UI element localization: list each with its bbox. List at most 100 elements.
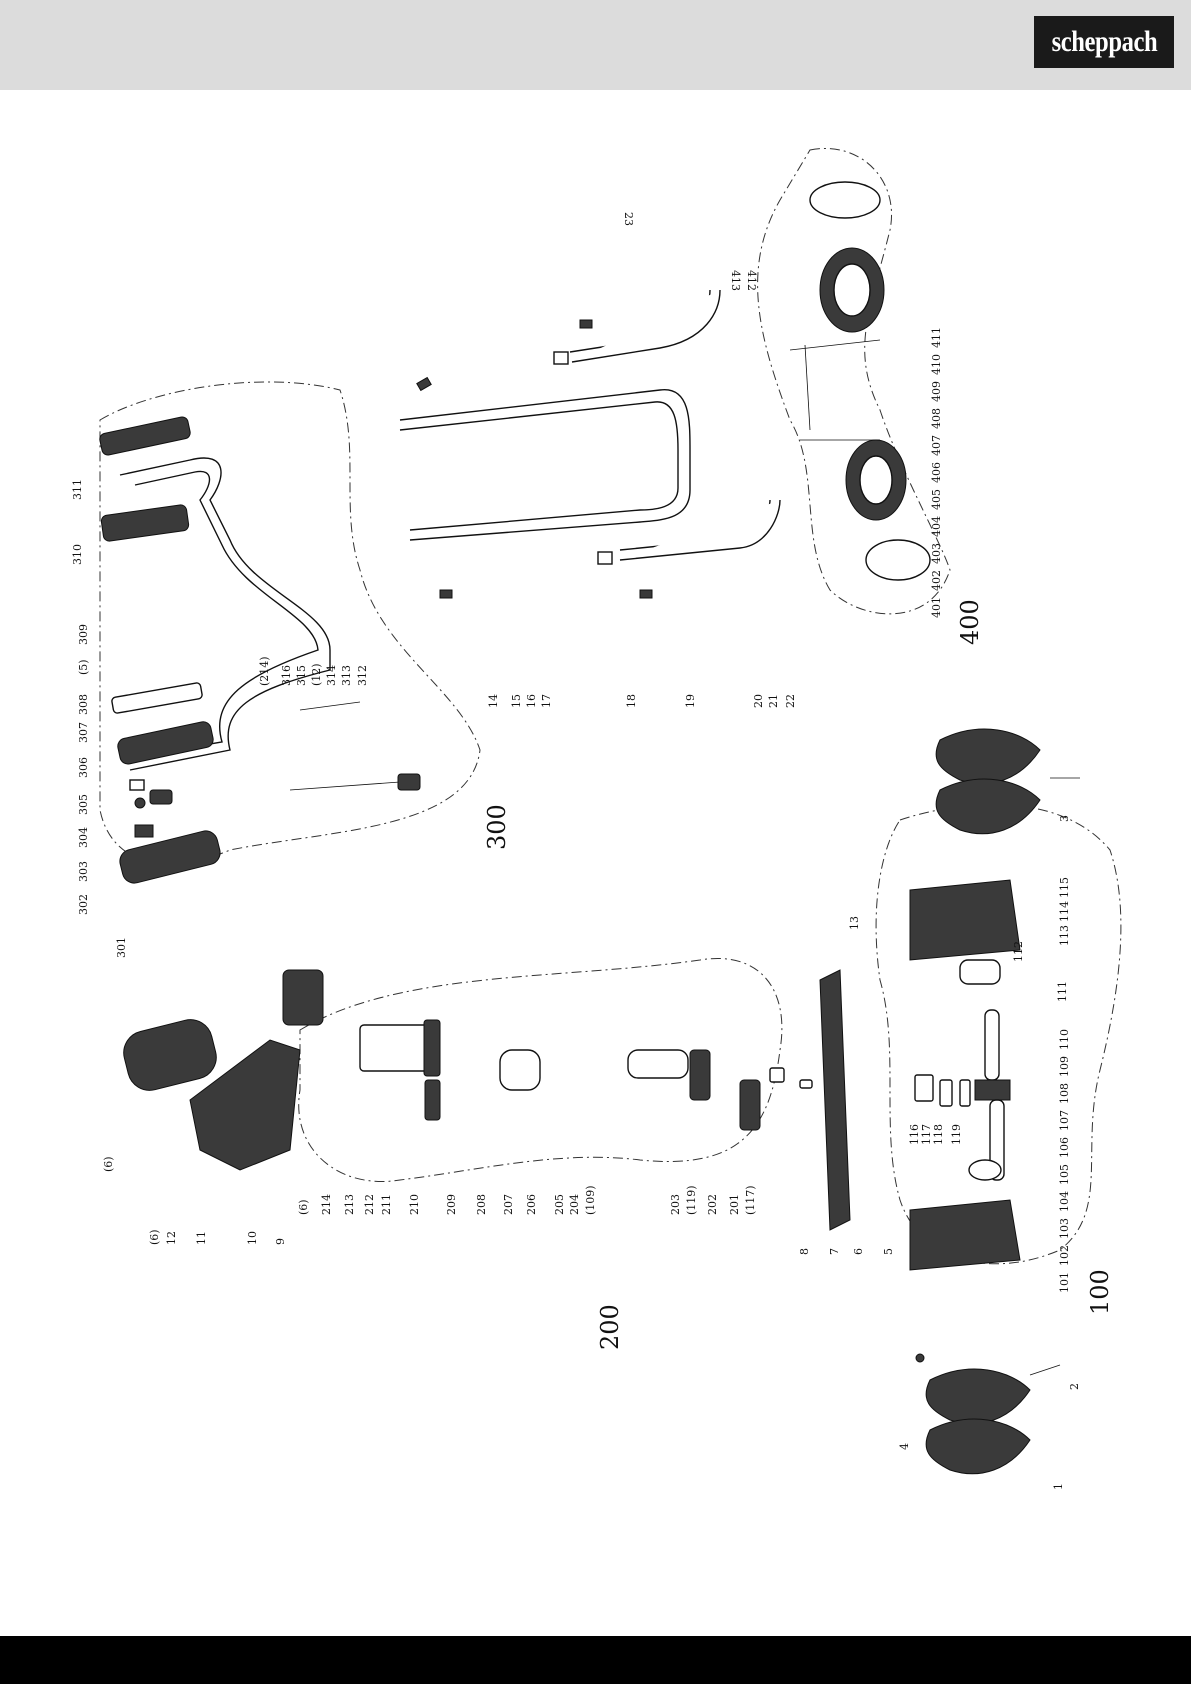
part-label: (6)	[102, 1156, 115, 1172]
part-label: 201	[728, 1194, 741, 1215]
part-label: (12)	[310, 663, 323, 686]
part-label: 11	[195, 1231, 208, 1245]
part-label: 404	[930, 516, 943, 537]
part-label: 208	[475, 1194, 488, 1215]
part-label: 311	[71, 479, 84, 500]
part-label: 407	[930, 435, 943, 456]
part-label: 108	[1058, 1083, 1071, 1104]
part-label: 2	[1068, 1383, 1081, 1390]
handle-assembly	[99, 416, 421, 884]
scheppach-logo: scheppach	[1034, 16, 1174, 68]
footer-bar	[0, 1636, 1191, 1684]
wheel-assembly	[789, 181, 931, 581]
part-label: 13	[848, 916, 861, 930]
part-label: 101	[1058, 1272, 1071, 1293]
part-label: 4	[898, 1443, 911, 1450]
part-label: 116	[908, 1124, 921, 1145]
group-label-400: 400	[956, 599, 984, 645]
group-100-boundary	[875, 804, 1122, 1265]
part-label: 310	[71, 544, 84, 565]
part-label: 211	[380, 1194, 393, 1215]
part-label: 408	[930, 408, 943, 429]
part-label: 109	[1058, 1056, 1071, 1077]
part-label: 107	[1058, 1110, 1071, 1131]
part-label: 304	[77, 827, 90, 848]
part-label: 411	[930, 327, 943, 348]
part-label: 119	[950, 1124, 963, 1145]
group-400-boundary	[757, 148, 951, 615]
part-label: 316	[280, 665, 293, 686]
part-label: (119)	[685, 1185, 698, 1215]
part-label: 112	[1012, 941, 1025, 962]
header-bar: scheppach	[0, 0, 1191, 90]
exploded-parts-diagram: 300 400 200 100 311 310 309 (5) 308 307 …	[71, 148, 1122, 1490]
part-label: 312	[356, 665, 369, 686]
group-label-300: 300	[483, 804, 511, 850]
part-label: 106	[1058, 1137, 1071, 1158]
part-label: 212	[363, 1194, 376, 1215]
part-label: 18	[625, 694, 638, 708]
motor-assembly	[123, 969, 851, 1231]
part-labels: 311 310 309 (5) 308 307 306 305 304 303 …	[71, 212, 1081, 1490]
part-label: 114	[1058, 901, 1071, 922]
part-label: 314	[325, 665, 338, 686]
part-label: 21	[767, 694, 780, 708]
part-label: 202	[706, 1194, 719, 1215]
part-label: 406	[930, 462, 943, 483]
part-label: 402	[930, 570, 943, 591]
part-label: 413	[729, 270, 742, 291]
part-label: 305	[77, 794, 90, 815]
part-label: 115	[1058, 877, 1071, 898]
part-label: 104	[1058, 1191, 1071, 1212]
part-label: 409	[930, 381, 943, 402]
part-label: 117	[920, 1124, 933, 1145]
part-label: 307	[77, 722, 90, 743]
part-label: (5)	[77, 659, 90, 675]
part-label: 8	[798, 1248, 811, 1255]
part-label: 22	[784, 694, 797, 708]
part-label: 111	[1056, 981, 1069, 1002]
part-label: 213	[343, 1194, 356, 1215]
group-label-200: 200	[596, 1304, 624, 1350]
part-label: (117)	[744, 1185, 757, 1215]
part-label: 23	[622, 212, 635, 226]
part-label: 19	[684, 694, 697, 708]
part-label: 214	[320, 1194, 333, 1215]
part-label: 103	[1058, 1218, 1071, 1239]
part-label: 203	[669, 1194, 682, 1215]
part-label: 10	[246, 1231, 259, 1245]
part-label: 105	[1058, 1164, 1071, 1185]
part-label: 405	[930, 489, 943, 510]
logo-text: scheppach	[1051, 25, 1157, 58]
part-label: 20	[752, 694, 765, 708]
frame-assembly	[399, 289, 781, 599]
part-label: 1	[1052, 1483, 1065, 1490]
part-label: 16	[525, 694, 538, 708]
part-label: 17	[540, 694, 553, 708]
part-label: 309	[77, 624, 90, 645]
part-label: 401	[930, 597, 943, 618]
part-label: 301	[115, 937, 128, 958]
part-label: 6	[852, 1248, 865, 1255]
part-label: 7	[828, 1248, 841, 1255]
part-label: 118	[932, 1124, 945, 1145]
part-label: 3	[1058, 815, 1071, 822]
group-label-100: 100	[1086, 1269, 1114, 1315]
part-label: 12	[165, 1231, 178, 1245]
part-label: 306	[77, 757, 90, 778]
part-label: 9	[274, 1238, 287, 1245]
group-300-boundary	[99, 381, 481, 865]
part-label: 302	[77, 894, 90, 915]
part-label: (6)	[297, 1199, 310, 1215]
part-label: 412	[745, 270, 758, 291]
part-label: 113	[1058, 925, 1071, 946]
part-label: 206	[525, 1194, 538, 1215]
part-label: 14	[487, 694, 500, 708]
part-label: 5	[882, 1248, 895, 1255]
part-label: 308	[77, 694, 90, 715]
part-label: 205	[553, 1194, 566, 1215]
part-label: 315	[295, 665, 308, 686]
part-label: (6)	[148, 1229, 161, 1245]
part-label: (109)	[584, 1185, 597, 1215]
part-label: 410	[930, 354, 943, 375]
